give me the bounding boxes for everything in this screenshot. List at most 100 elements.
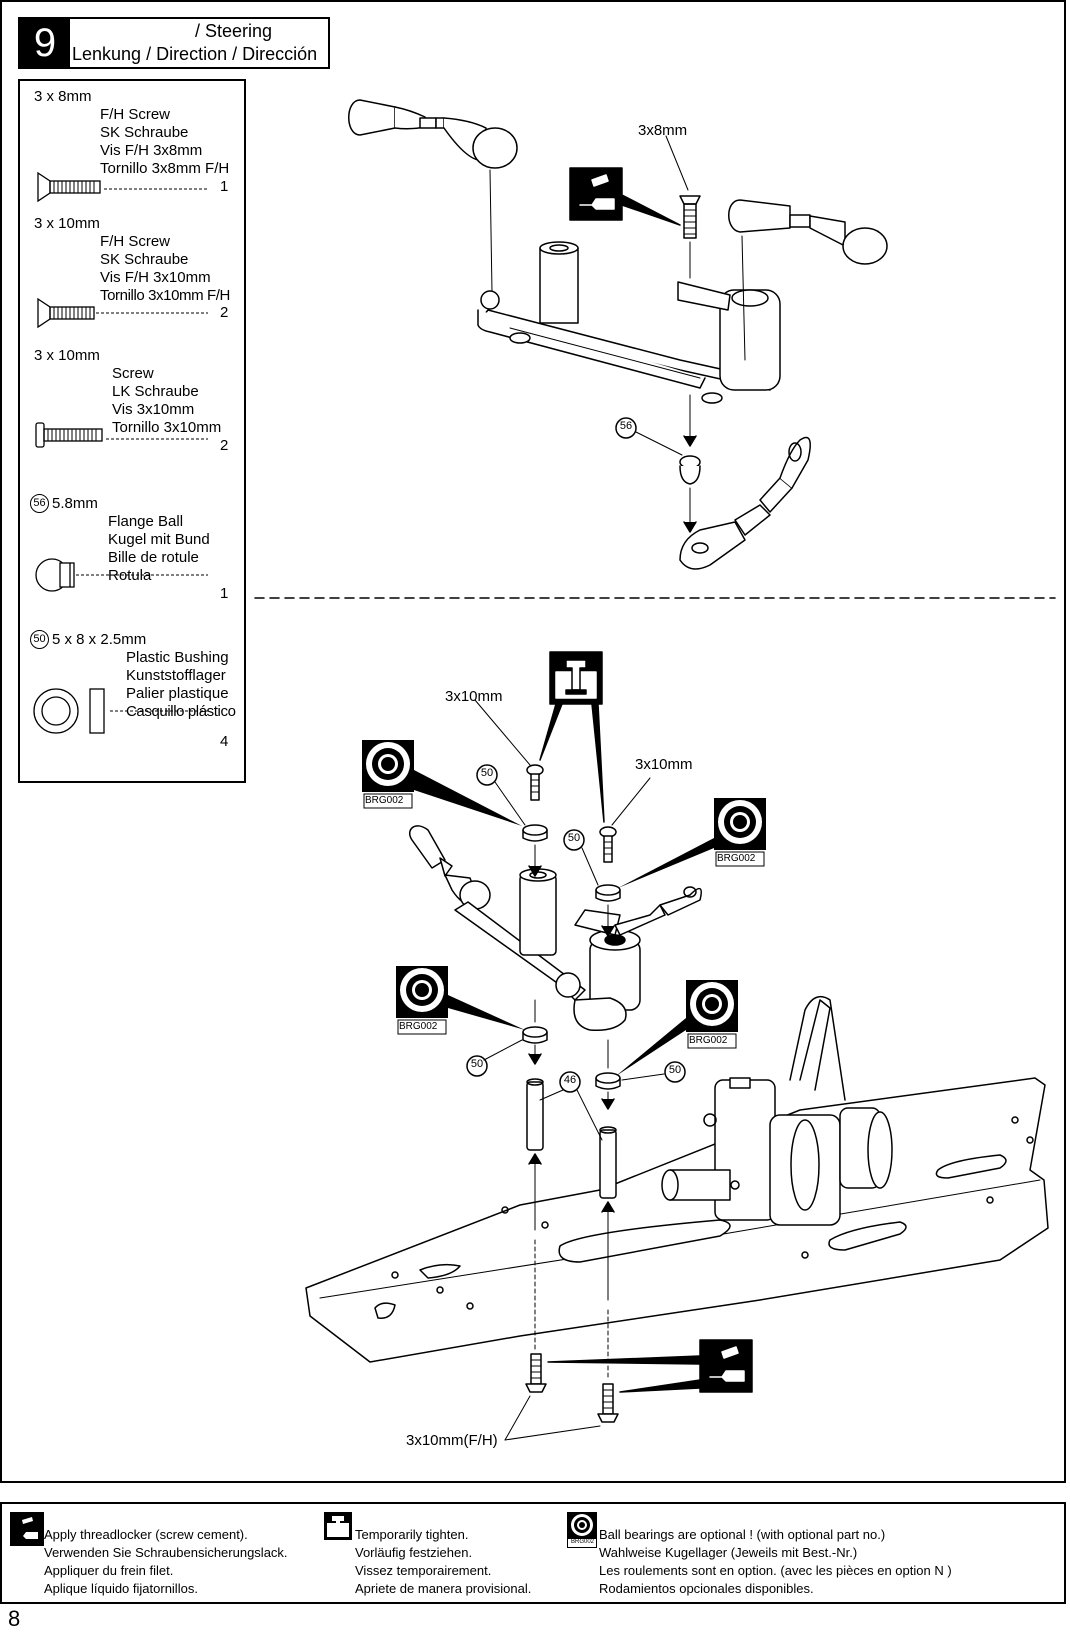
part-name-fr: Bille de rotule [108,549,199,566]
callout-bushing-number: 50 [668,1064,682,1076]
part-size: 5 x 8 x 2.5mm [52,631,147,648]
step-number: 9 [20,19,70,67]
callout-bushing-number: 50 [567,832,581,844]
turnbuckle-left [348,99,518,169]
part-qty: 1 [220,585,229,602]
legend-bearings-fr: Les roulements sont en option. (avec les… [599,1563,952,1578]
cap-screw-icon [35,422,103,448]
steering-assembly-diagram [254,99,1056,1441]
part-name-en: Plastic Bushing [126,649,229,666]
flange-ball-56 [679,455,701,485]
legend-bearings-es: Rodamientos opcionales disponibles. [599,1581,814,1596]
callout-screw-3x8: 3x8mm [638,122,688,139]
part-name-fr: Palier plastique [126,685,229,702]
bearing-code-label: BRG002 [399,1021,438,1032]
part-qty: 2 [220,437,229,454]
threadlocker-icon [10,1512,44,1546]
legend-tighten-en: Temporarily tighten. [355,1527,469,1542]
chassis-plate [305,1077,1049,1363]
legend-tighten-es: Apriete de manera provisional. [355,1581,532,1596]
title-multilingual: Lenkung / Direction / Dirección [72,44,318,64]
part-qty: 1 [220,178,229,195]
legend-threadlocker-es: Aplique líquido fijatornillos. [44,1581,198,1596]
part-name-fr: Vis 3x10mm [112,401,195,418]
part-number-badge: 50 [30,630,49,649]
bearing-icon [616,980,738,1076]
rod-end-linkage [679,436,811,570]
steering-crank-top [477,241,781,404]
part-size: 3 x 10mm [34,347,100,364]
threadlocker-icon [547,1339,753,1393]
bearing-code-label: BRG002 [365,795,404,806]
flat-head-screw-icon [37,297,95,329]
bearing-icon [362,740,522,826]
threadlocker-icon [569,167,681,226]
title-english: / Steering [195,21,273,41]
bushing-50 [522,824,548,842]
part-name-en: Screw [112,365,154,382]
part-name-en: F/H Screw [100,106,171,123]
bushing-50 [595,884,621,902]
part-name-de: Kunststofflager [126,667,226,684]
callout-flange-ball-number: 56 [619,420,633,432]
callout-56-circle [615,417,637,439]
legend-threadlocker-de: Verwenden Sie Schraubensicherungslack. [44,1545,288,1560]
part-name-es: Tornillo 3x8mm F/H [100,160,230,177]
legend-threadlocker-fr: Appliquer du frein filet. [44,1563,174,1578]
bushing-50-lower-right [595,1072,621,1090]
fh-screw-bottom-left [525,1353,547,1393]
main-frame [0,0,1066,1483]
part-name-en: Flange Ball [108,513,184,530]
callout-bushing-number: 50 [480,767,494,779]
legend-bearings-de: Wahlweise Kugellager (Jeweils mit Best.-… [599,1545,858,1560]
gearbox-assembly [661,995,893,1226]
part-name-en: F/H Screw [100,233,171,250]
post-46-right [599,1126,617,1199]
callout-bottom-fh-screws: 3x10mm(F/H) [406,1432,498,1449]
bearing-icon [567,1512,597,1548]
bearing-code-label: BRG002 [717,853,756,864]
part-qty: 2 [220,304,229,321]
rod-end-lower [614,886,702,936]
legend-tighten-fr: Vissez temporairement. [355,1563,492,1578]
legend-threadlocker-en: Apply threadlocker (screw cement). [44,1527,248,1542]
part-size: 3 x 8mm [34,88,92,105]
post-46-left [526,1078,544,1151]
parts-list: 3 x 8mm F/H Screw SK Schraube Vis F/H 3x… [18,79,246,783]
legend-tighten-de: Vorläufig festziehen. [355,1545,473,1560]
part-name-es: Tornillo 3x10mm [112,419,222,436]
turnbuckle-right [728,199,888,265]
part-name-es: Rotula [108,567,152,584]
part-name-de: SK Schraube [100,251,189,268]
part-name-fr: Vis F/H 3x10mm [100,269,211,286]
plastic-bushing-icon [33,688,105,734]
turnbuckle-lower-left [408,825,491,910]
bearing-icon [396,966,525,1035]
screw-3x10-left [526,764,544,801]
part-name-fr: Vis F/H 3x8mm [100,142,203,159]
part-name-de: Kugel mit Bund [108,531,210,548]
part-number-badge: 56 [30,494,49,513]
bearing-code-label: BRG002 [689,1035,728,1046]
bearing-icon [618,798,766,888]
part-qty: 4 [220,733,229,750]
bushing-50-lower-left [522,1026,548,1044]
legend-bearing-code: BRG002 [570,1539,594,1545]
part-name-es: Tornillo 3x10mm F/H [100,287,230,304]
callout-screw-3x10-left: 3x10mm [445,688,503,705]
screw-3x8-top [679,195,701,239]
page-number: 8 [8,1606,21,1631]
legend-bearings-en: Ball bearings are optional ! (with optio… [599,1527,886,1542]
step-title-box: 9 / Steering Lenkung / Direction / Direc… [18,17,330,69]
part-size: 5.8mm [52,495,98,512]
callout-screw-3x10-right: 3x10mm [635,756,693,773]
screw-3x10-right [599,826,617,863]
temporary-tighten-icon [324,1512,352,1540]
part-name-de: LK Schraube [112,383,199,400]
flange-ball-icon [35,558,75,592]
parts-illustrations [33,171,208,734]
callout-bushing-number: 50 [470,1058,484,1070]
temporary-tighten-icon [539,651,605,823]
fh-screw-bottom-right [597,1383,619,1423]
flat-head-screw-icon [37,171,101,203]
